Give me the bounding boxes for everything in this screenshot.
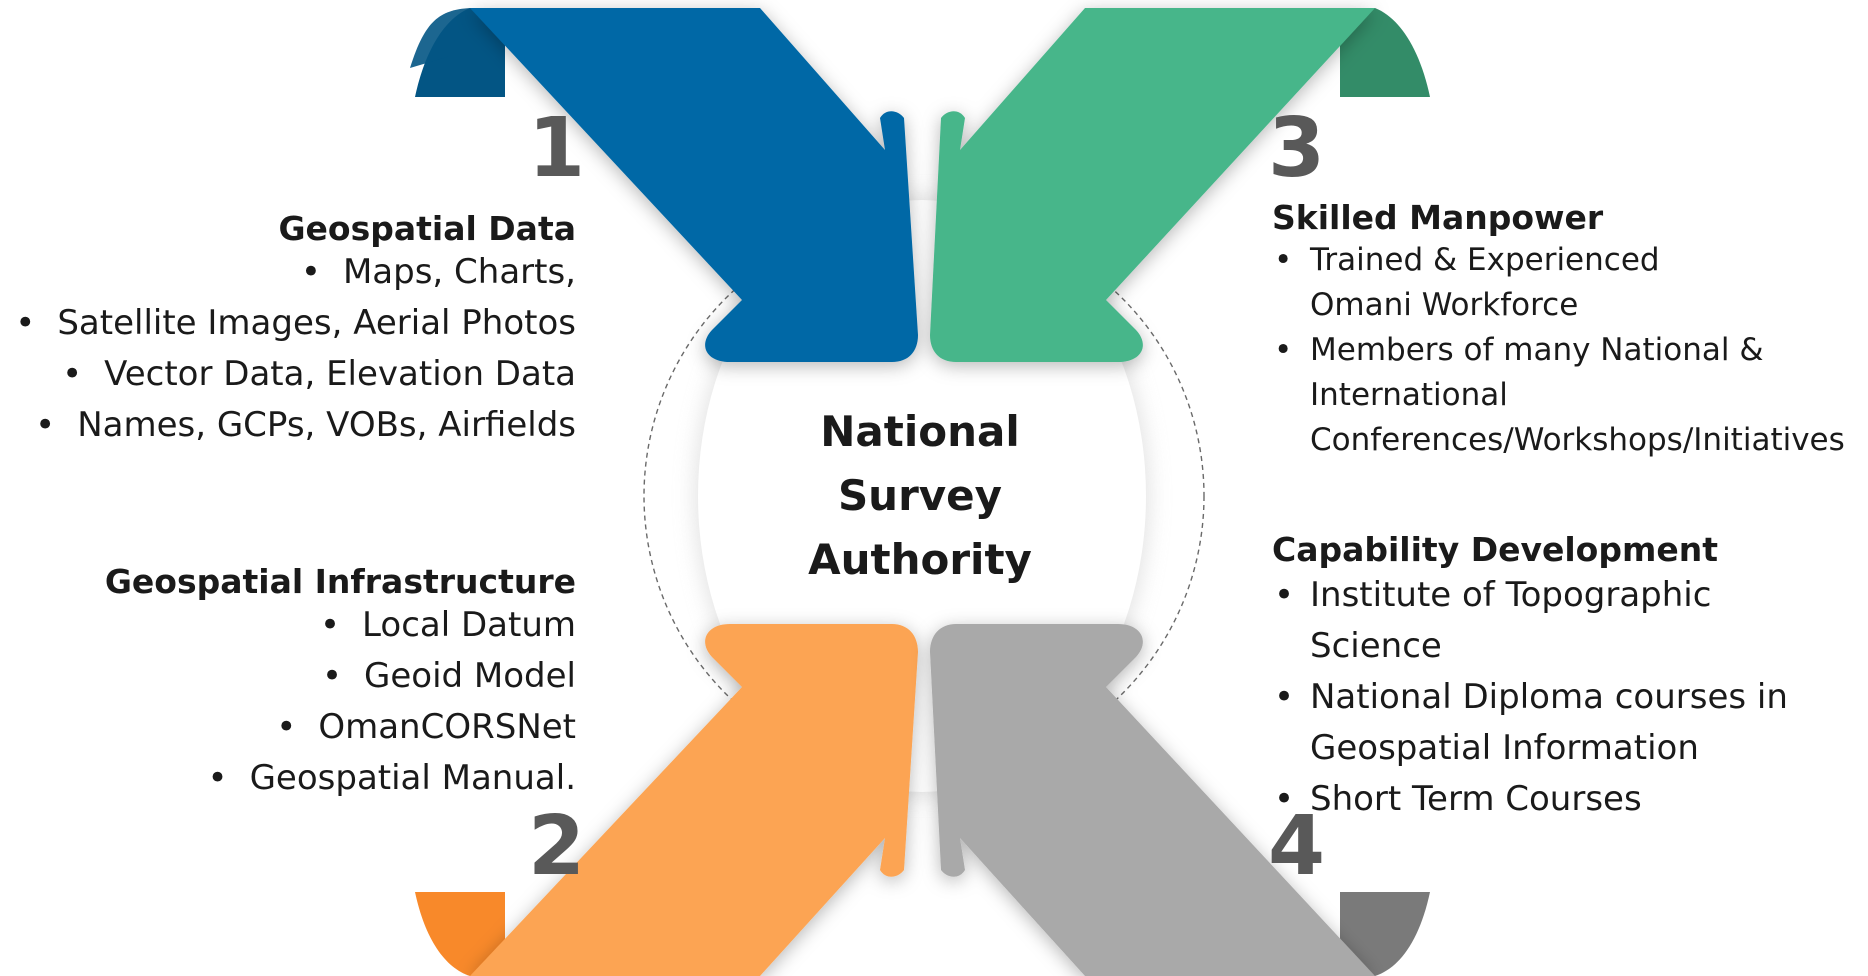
quadrant-1-list: Maps, Charts, Satellite Images, Aerial P…	[0, 247, 576, 451]
list-item: Trained & Experienced Omani Workforce	[1272, 238, 1770, 328]
quadrant-4-list: Institute of Topographic Science Nationa…	[1272, 570, 1832, 825]
list-item: Satellite Images, Aerial Photos	[0, 298, 576, 349]
quadrant-3-list: Trained & Experienced Omani Workforce Me…	[1272, 238, 1862, 463]
quadrant-2-number: 2	[528, 799, 586, 894]
list-item: National Diploma courses in Geospatial I…	[1272, 672, 1830, 774]
quadrant-4-text: Capability Development Institute of Topo…	[1272, 530, 1832, 825]
list-item: Geoid Model	[0, 651, 576, 702]
list-item: Maps, Charts,	[0, 247, 576, 298]
quadrant-1-heading: Geospatial Data	[278, 209, 576, 248]
quadrant-3-text: Skilled Manpower Trained & Experienced O…	[1272, 198, 1862, 463]
arrow-1-blue	[410, 8, 918, 362]
quadrant-3-heading: Skilled Manpower	[1272, 198, 1604, 237]
center-title-line-1: National	[820, 407, 1020, 456]
quadrant-1-number: 1	[528, 101, 586, 196]
arrow-4-gray	[930, 624, 1430, 976]
quadrant-1-text: Geospatial Data Maps, Charts, Satellite …	[0, 209, 576, 451]
center-title-line-3: Authority	[808, 535, 1032, 584]
arrow-2-orange	[415, 624, 918, 976]
list-item: Short Term Courses	[1272, 774, 1832, 825]
list-item: Local Datum	[0, 600, 576, 651]
arrow-3-green	[930, 8, 1430, 362]
list-item: Names, GCPs, VOBs, Airfields	[0, 400, 576, 451]
list-item: Vector Data, Elevation Data	[0, 349, 576, 400]
list-item: Institute of Topographic Science	[1272, 570, 1780, 672]
quadrant-2-list: Local Datum Geoid Model OmanCORSNet Geos…	[0, 600, 576, 804]
quadrant-3-number: 3	[1268, 101, 1326, 196]
quadrant-4-heading: Capability Development	[1272, 530, 1719, 569]
center-title-line-2: Survey	[837, 471, 1003, 520]
quadrant-2-heading: Geospatial Infrastructure	[104, 562, 576, 601]
list-item: OmanCORSNet	[0, 702, 576, 753]
center-title: National Survey Authority	[790, 400, 1050, 592]
list-item: Members of many National & International…	[1272, 328, 1845, 463]
list-item: Geospatial Manual.	[0, 753, 576, 804]
quadrant-2-text: Geospatial Infrastructure Local Datum Ge…	[0, 562, 576, 804]
